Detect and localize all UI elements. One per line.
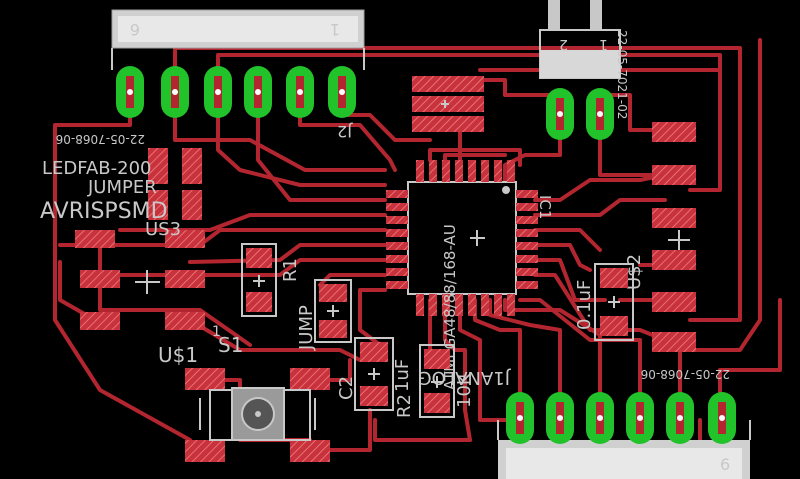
c2-capacitor (354, 337, 394, 411)
ic-pin-right (516, 281, 538, 289)
ic-pin-left (386, 268, 408, 276)
ic-pin-left (386, 190, 408, 198)
j1-pin (546, 88, 574, 140)
ic-pin-left (386, 242, 408, 250)
ic-pin-bottom (481, 294, 489, 316)
ic1-label: IC1 (536, 195, 554, 219)
janalog-pins (506, 392, 736, 444)
janalog-pin (586, 392, 614, 444)
right-smd-pads (652, 122, 696, 352)
j2-pin-1-label: 1 (330, 20, 340, 39)
janalog-pin (708, 392, 736, 444)
ic-pin-bottom (429, 294, 437, 316)
j2-pin (161, 66, 189, 118)
ic-pin-top (481, 160, 489, 182)
r2-value-label: 10K (454, 372, 475, 408)
r1-label: R1 (280, 258, 301, 282)
j1-pin-1-label: 1 (599, 36, 608, 52)
ic-pin-top (429, 160, 437, 182)
ic-pin-bottom (468, 294, 476, 316)
ic-pin-right (516, 242, 538, 250)
janalog-label: J1ANALOG (418, 367, 511, 388)
ledfab-label: LEDFAB-200 (42, 158, 151, 179)
j2-pin-6-label: 6 (130, 20, 140, 39)
j2-pin (244, 66, 272, 118)
ic-pin-bottom (416, 294, 424, 316)
ic-pin-right (516, 216, 538, 224)
ic-pin-top (494, 160, 502, 182)
avrisp-label: AVRISPSMD (40, 199, 168, 224)
jumper-label: JUMPER (87, 177, 157, 198)
avrisp-pads (75, 230, 205, 330)
ic1-atmega (386, 160, 538, 316)
ic-pin-left (386, 281, 408, 289)
janalog-part-number: 22-05-7068-06 (641, 367, 730, 381)
ic-pin-right (516, 268, 538, 276)
top-smd-pads (412, 76, 484, 132)
janalog-pin-6-label: 6 (720, 455, 730, 474)
j2-pin (286, 66, 314, 118)
us3-label: US3 (145, 219, 181, 240)
c2-value-label: 1uF (392, 359, 413, 392)
pin-one-label: 1 (212, 324, 221, 340)
c1-value-label: 0.1uF (574, 280, 595, 330)
j1-header: 2 1 (539, 0, 621, 79)
j2-label: J2 (337, 122, 353, 141)
jump-label: JUMP (296, 305, 317, 351)
ic-pin-left (386, 203, 408, 211)
janalog-pin (546, 392, 574, 444)
ic-pin-left (386, 216, 408, 224)
j1-pins (546, 88, 614, 140)
c2-label: C2 (336, 376, 357, 400)
jump-resistor (314, 279, 352, 343)
us2-label: U$2 (624, 254, 645, 290)
ic-pin-top (442, 160, 450, 182)
j2-pin (328, 66, 356, 118)
s1-label: S1 (218, 333, 243, 357)
us1-label: U$1 (158, 343, 198, 367)
ic-pin-bottom (442, 294, 450, 316)
janalog-pin (506, 392, 534, 444)
ic-pin-right (516, 190, 538, 198)
ic-pin-bottom (507, 294, 515, 316)
janalog-pin (666, 392, 694, 444)
j1-part-number: 22-05-7021-02 (615, 30, 629, 119)
janalog-pin (626, 392, 654, 444)
j2-pins (116, 66, 356, 118)
r1-resistor (241, 243, 277, 317)
j1-pin (586, 88, 614, 140)
j1-pin-2-label: 2 (559, 36, 568, 52)
j2-header: 6 1 (111, 9, 365, 70)
r2-resistor (419, 344, 455, 418)
ic-pin-top (468, 160, 476, 182)
j2-part-number: 22-05-7068-06 (56, 132, 145, 146)
ic-pin-right (516, 203, 538, 211)
ic-pin-left (386, 255, 408, 263)
r2-label: R2 (394, 394, 415, 418)
s1-switch (185, 368, 330, 462)
ic-pin-top (455, 160, 463, 182)
janalog-header: 6 (497, 420, 751, 479)
c1-capacitor (594, 263, 634, 341)
ic-pin-top (416, 160, 424, 182)
ic-pin-right (516, 255, 538, 263)
ic-pin-bottom (455, 294, 463, 316)
j2-pin (116, 66, 144, 118)
jumper-pads (148, 148, 202, 220)
ic-pin-right (516, 229, 538, 237)
ic-pin-left (386, 229, 408, 237)
ic-pin-top (507, 160, 515, 182)
j2-pin (204, 66, 232, 118)
ic-pin-bottom (494, 294, 502, 316)
